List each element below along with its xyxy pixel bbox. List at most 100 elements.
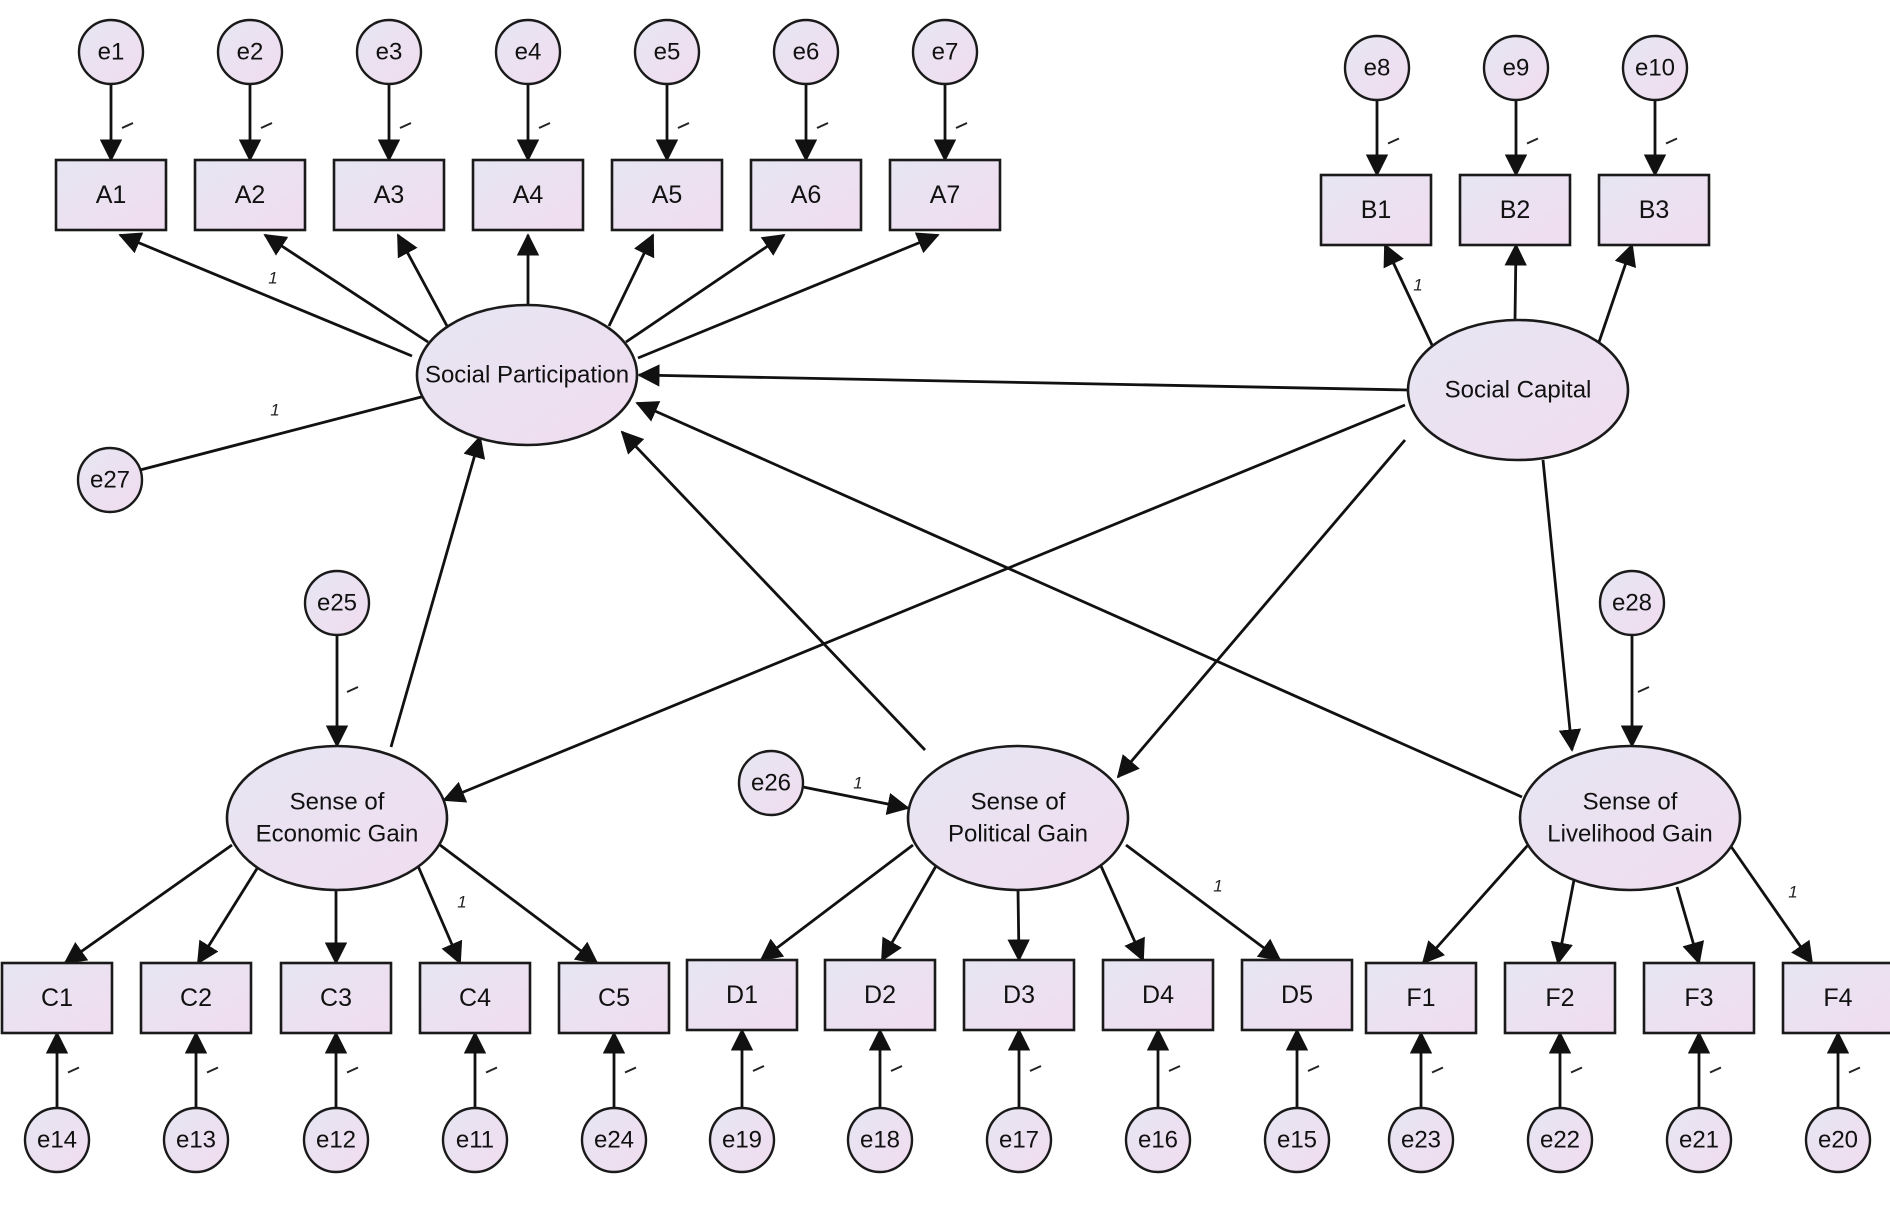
indicator-box-a2 [193, 158, 307, 232]
indicator-f2[interactable]: F2 [1503, 961, 1617, 1035]
error-node-e19[interactable]: e19 [708, 1106, 776, 1174]
indicator-box-b2 [1458, 173, 1572, 247]
indicator-a4[interactable]: A4 [471, 158, 585, 232]
indicator-label-c5: C5 [598, 984, 630, 1012]
indicator-d1[interactable]: D1 [685, 958, 799, 1032]
indicator-box-b1 [1319, 173, 1433, 247]
indicator-box-a7 [888, 158, 1002, 232]
error-node-e20[interactable]: e20 [1804, 1106, 1872, 1174]
error-node-e14[interactable]: e14 [23, 1106, 91, 1174]
error-label-e14: e14 [37, 1127, 77, 1154]
error-label-e19: e19 [722, 1127, 762, 1154]
error-node-e5[interactable]: e5 [633, 18, 701, 86]
indicator-label-f1: F1 [1406, 984, 1435, 1012]
error-label-e11: e11 [456, 1127, 494, 1154]
path-lg-to-f2 [1550, 879, 1576, 965]
path-sc-to-b2 [1504, 243, 1527, 321]
indicator-a2[interactable]: A2 [193, 158, 307, 232]
indicator-b1[interactable]: B1 [1319, 173, 1433, 247]
indicator-f4[interactable]: F4 [1781, 961, 1890, 1035]
error-circle-e22 [1526, 1106, 1594, 1174]
latent-ellipse-eg [225, 744, 449, 892]
error-node-e4[interactable]: e4 [494, 18, 562, 86]
error-circle-e2 [216, 18, 284, 86]
error-label-e5: e5 [654, 39, 681, 66]
indicator-box-f3 [1642, 961, 1756, 1035]
path-pg-to-d4 [1099, 865, 1145, 962]
error-node-e12[interactable]: e12 [302, 1106, 370, 1174]
indicator-f3[interactable]: F3 [1642, 961, 1756, 1035]
path-lg-to-sp [635, 401, 1523, 799]
indicator-c1[interactable]: C1 [0, 961, 114, 1035]
error-node-e11[interactable]: e11 [441, 1106, 509, 1174]
error-circle-e12 [302, 1106, 370, 1174]
indicator-label-a5: A5 [652, 181, 683, 209]
error-node-e13[interactable]: e13 [162, 1106, 230, 1174]
indicator-b2[interactable]: B2 [1458, 173, 1572, 247]
error-node-e7[interactable]: e7 [911, 18, 979, 86]
error-node-e1[interactable]: e1 [77, 18, 145, 86]
indicator-box-c2 [139, 961, 253, 1035]
error-node-e3[interactable]: e3 [355, 18, 423, 86]
indicator-c4[interactable]: C4 [418, 961, 532, 1035]
error-node-e21[interactable]: e21 [1665, 1106, 1733, 1174]
weight-tick-e2 [260, 122, 273, 129]
indicator-d3[interactable]: D3 [962, 958, 1076, 1032]
error-node-e24[interactable]: e24 [580, 1106, 648, 1174]
indicator-d4[interactable]: D4 [1101, 958, 1215, 1032]
error-node-e8[interactable]: e8 [1343, 34, 1411, 102]
indicator-a3[interactable]: A3 [332, 158, 446, 232]
weight-tick-e24 [624, 1066, 637, 1074]
path-pg-to-sp [620, 430, 927, 751]
error-circle-e9 [1482, 34, 1550, 102]
error-label-e13: e13 [176, 1127, 216, 1154]
latent-sc[interactable]: Social Capital [1406, 318, 1630, 462]
indicator-a5[interactable]: A5 [610, 158, 724, 232]
weight-tick-e12 [346, 1066, 359, 1074]
indicator-d2[interactable]: D2 [823, 958, 937, 1032]
latent-sp[interactable]: Social Participation [415, 303, 639, 447]
latent-label-eg-1: Sense of [290, 789, 385, 816]
error-node-e10[interactable]: e10 [1621, 34, 1689, 102]
indicator-c5[interactable]: C5 [557, 961, 671, 1035]
error-node-e18[interactable]: e18 [846, 1106, 914, 1174]
error-node-e2[interactable]: e2 [216, 18, 284, 86]
indicator-box-d4 [1101, 958, 1215, 1032]
error-node-e26[interactable]: e26 [737, 749, 805, 817]
indicator-a7[interactable]: A7 [888, 158, 1002, 232]
error-circle-e26 [737, 749, 805, 817]
indicator-c2[interactable]: C2 [139, 961, 253, 1035]
error-node-e9[interactable]: e9 [1482, 34, 1550, 102]
path-e26-to-pg [802, 785, 910, 815]
error-label-e25: e25 [317, 590, 357, 617]
path-pg-to-d3 [1007, 889, 1030, 962]
latent-ellipse-lg [1518, 744, 1742, 892]
error-node-e23[interactable]: e23 [1387, 1106, 1455, 1174]
latent-label-sc-1: Social Capital [1445, 377, 1592, 404]
indicator-a1[interactable]: A1 [54, 158, 168, 232]
indicator-f1[interactable]: F1 [1364, 961, 1478, 1035]
error-node-e17[interactable]: e17 [985, 1106, 1053, 1174]
loading-weight-d5: 1 [1213, 877, 1222, 896]
error-node-e6[interactable]: e6 [772, 18, 840, 86]
error-node-e28[interactable]: e28 [1598, 569, 1666, 637]
error-circle-e15 [1263, 1106, 1331, 1174]
indicator-label-b1: B1 [1361, 196, 1392, 224]
error-node-e16[interactable]: e16 [1124, 1106, 1192, 1174]
indicator-b3[interactable]: B3 [1597, 173, 1711, 247]
indicator-c3[interactable]: C3 [279, 961, 393, 1035]
error-node-e25[interactable]: e25 [303, 569, 371, 637]
error-circle-e28 [1598, 569, 1666, 637]
error-node-e27[interactable]: e27 [76, 446, 144, 514]
path-lg-to-f4 [1728, 844, 1814, 965]
error-circle-e18 [846, 1106, 914, 1174]
error-node-e15[interactable]: e15 [1263, 1106, 1331, 1174]
indicator-a6[interactable]: A6 [749, 158, 863, 232]
error-node-e22[interactable]: e22 [1526, 1106, 1594, 1174]
indicator-d5[interactable]: D5 [1240, 958, 1354, 1032]
